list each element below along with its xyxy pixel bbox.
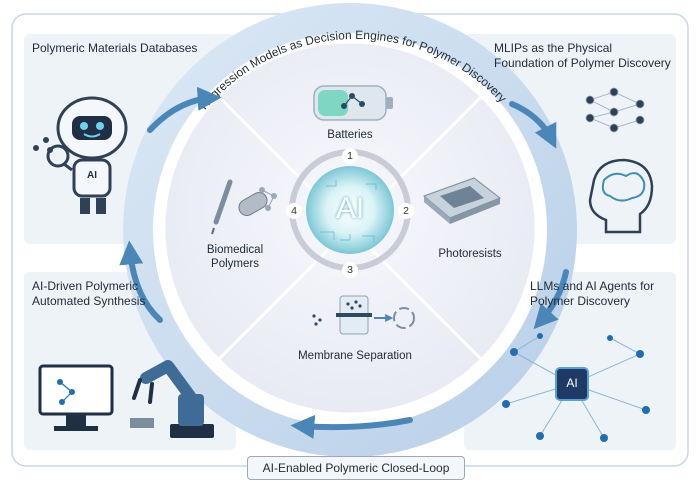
circuit-lines: [320, 180, 377, 242]
robot-chest-label: AI: [87, 170, 97, 181]
segment-label-membrane: Membrane Separation: [298, 350, 412, 362]
segment-label-biomedical: Biomedical Polymers: [206, 244, 264, 270]
chip-ai-label: AI: [566, 376, 578, 390]
workstation-monitor-icon: [38, 364, 114, 431]
panel-title-synthesis: AI-Driven Polymeric Automated Synthesis: [32, 279, 146, 308]
segment-number-3: 3: [342, 262, 358, 278]
robot-icon: [33, 96, 128, 214]
panel-title-databases: Polymeric Materials Databases: [32, 41, 198, 55]
closed-loop-footer: AI-Enabled Polymeric Closed-Loop: [247, 456, 465, 480]
biomedical-syringe-icon: [211, 179, 277, 235]
photoresist-chip-icon: [423, 177, 502, 224]
membrane-separation-icon: [312, 295, 415, 335]
arrow-right: [533, 269, 569, 330]
segment-number-1: 1: [342, 148, 358, 164]
segment-label-batteries: Batteries: [327, 129, 373, 141]
battery-icon: [313, 85, 393, 121]
brain-head-icon: [588, 158, 654, 234]
robot-arm-icon: [130, 360, 214, 438]
segment-number-2: 2: [398, 203, 414, 219]
arrow-left: [119, 240, 163, 323]
arrow-bottom: [290, 414, 413, 439]
ai-agent-network-icon: [502, 333, 650, 442]
panel-title-llms: LLMs and AI Agents for Polymer Discovery: [530, 279, 655, 308]
segment-number-4: 4: [286, 203, 302, 219]
arrow-top-left: [147, 86, 222, 133]
arrow-top-right: [509, 101, 557, 149]
panel-title-mlips: MLIPs as the Physical Foundation of Poly…: [494, 41, 671, 70]
neural-network-icon: [585, 87, 645, 133]
center-ai-label: AI: [335, 192, 365, 225]
segment-label-photoresists: Photoresists: [438, 248, 502, 260]
